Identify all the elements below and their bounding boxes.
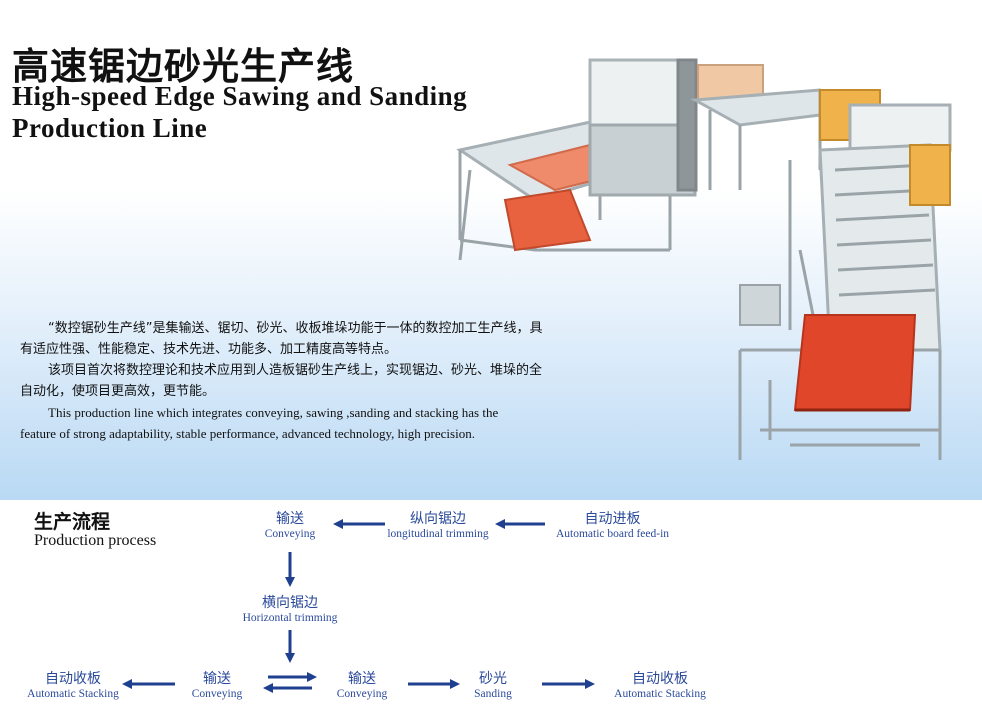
step-stacking-right: 自动收板 Automatic Stacking xyxy=(607,671,713,701)
step-conveying-3-en: Conveying xyxy=(336,688,388,700)
page-title-en-line1: High-speed Edge Sawing and Sanding xyxy=(12,81,468,111)
step-feed-in-en: Automatic board feed-in xyxy=(555,528,670,540)
step-conveying-2-en: Conveying xyxy=(191,688,243,700)
description-para-3-line2: feature of strong adaptability, stable p… xyxy=(20,426,475,441)
step-stacking-left: 自动收板 Automatic Stacking xyxy=(20,671,126,701)
description-para-2: 该项目首次将数控理论和技术应用到人造板锯砂生产线上，实现锯边、砂光、堆垛的全自动… xyxy=(20,363,543,399)
step-stacking-left-cn: 自动收板 xyxy=(45,671,101,687)
step-conveying-3-cn: 输送 xyxy=(348,671,376,687)
process-title-en: Production process xyxy=(34,532,157,549)
description-para-3-line1: This production line which integrates co… xyxy=(48,405,499,420)
step-stacking-right-en: Automatic Stacking xyxy=(614,688,706,700)
step-sanding-cn: 砂光 xyxy=(479,671,507,687)
step-feed-in: 自动进板 Automatic board feed-in xyxy=(550,511,675,541)
step-conveying-1-cn: 输送 xyxy=(276,511,304,527)
page-title-en-line2: Production Line xyxy=(12,113,208,143)
step-stacking-left-en: Automatic Stacking xyxy=(27,688,119,700)
step-conveying-1: 输送 Conveying xyxy=(258,511,322,541)
step-stacking-right-cn: 自动收板 xyxy=(632,671,688,687)
step-feed-in-cn: 自动进板 xyxy=(584,511,641,527)
step-horizontal-en: Horizontal trimming xyxy=(242,612,338,624)
step-horizontal: 横向锯边 Horizontal trimming xyxy=(234,595,346,625)
step-longitudinal-en: longitudinal trimming xyxy=(387,528,489,540)
step-conveying-2-cn: 输送 xyxy=(203,671,231,687)
process-title-cn: 生产流程 xyxy=(34,511,111,533)
page-title-cn: 高速锯边砂光生产线 xyxy=(12,45,354,88)
step-longitudinal: 纵向锯边 longitudinal trimming xyxy=(382,511,494,541)
step-sanding: 砂光 Sanding xyxy=(463,671,523,701)
description-para-1: “数控锯砂生产线”是集输送、锯切、砂光、收板堆垛功能于一体的数控加工生产线，具有… xyxy=(20,321,543,357)
step-longitudinal-cn: 纵向锯边 xyxy=(410,511,466,527)
step-conveying-1-en: Conveying xyxy=(264,528,316,540)
step-sanding-en: Sanding xyxy=(474,688,512,700)
hero-panel: 高速锯边砂光生产线 High-speed Edge Sawing and San… xyxy=(0,0,982,500)
production-line-machine-image xyxy=(456,58,952,460)
description-block: “数控锯砂生产线”是集输送、锯切、砂光、收板堆垛功能于一体的数控加工生产线，具有… xyxy=(20,318,550,444)
page-title-en: High-speed Edge Sawing and Sanding Produ… xyxy=(12,80,532,144)
process-flow-arrows xyxy=(122,519,595,693)
step-horizontal-cn: 横向锯边 xyxy=(262,595,318,611)
step-conveying-2: 输送 Conveying xyxy=(185,671,249,701)
step-conveying-3: 输送 Conveying xyxy=(330,671,394,701)
